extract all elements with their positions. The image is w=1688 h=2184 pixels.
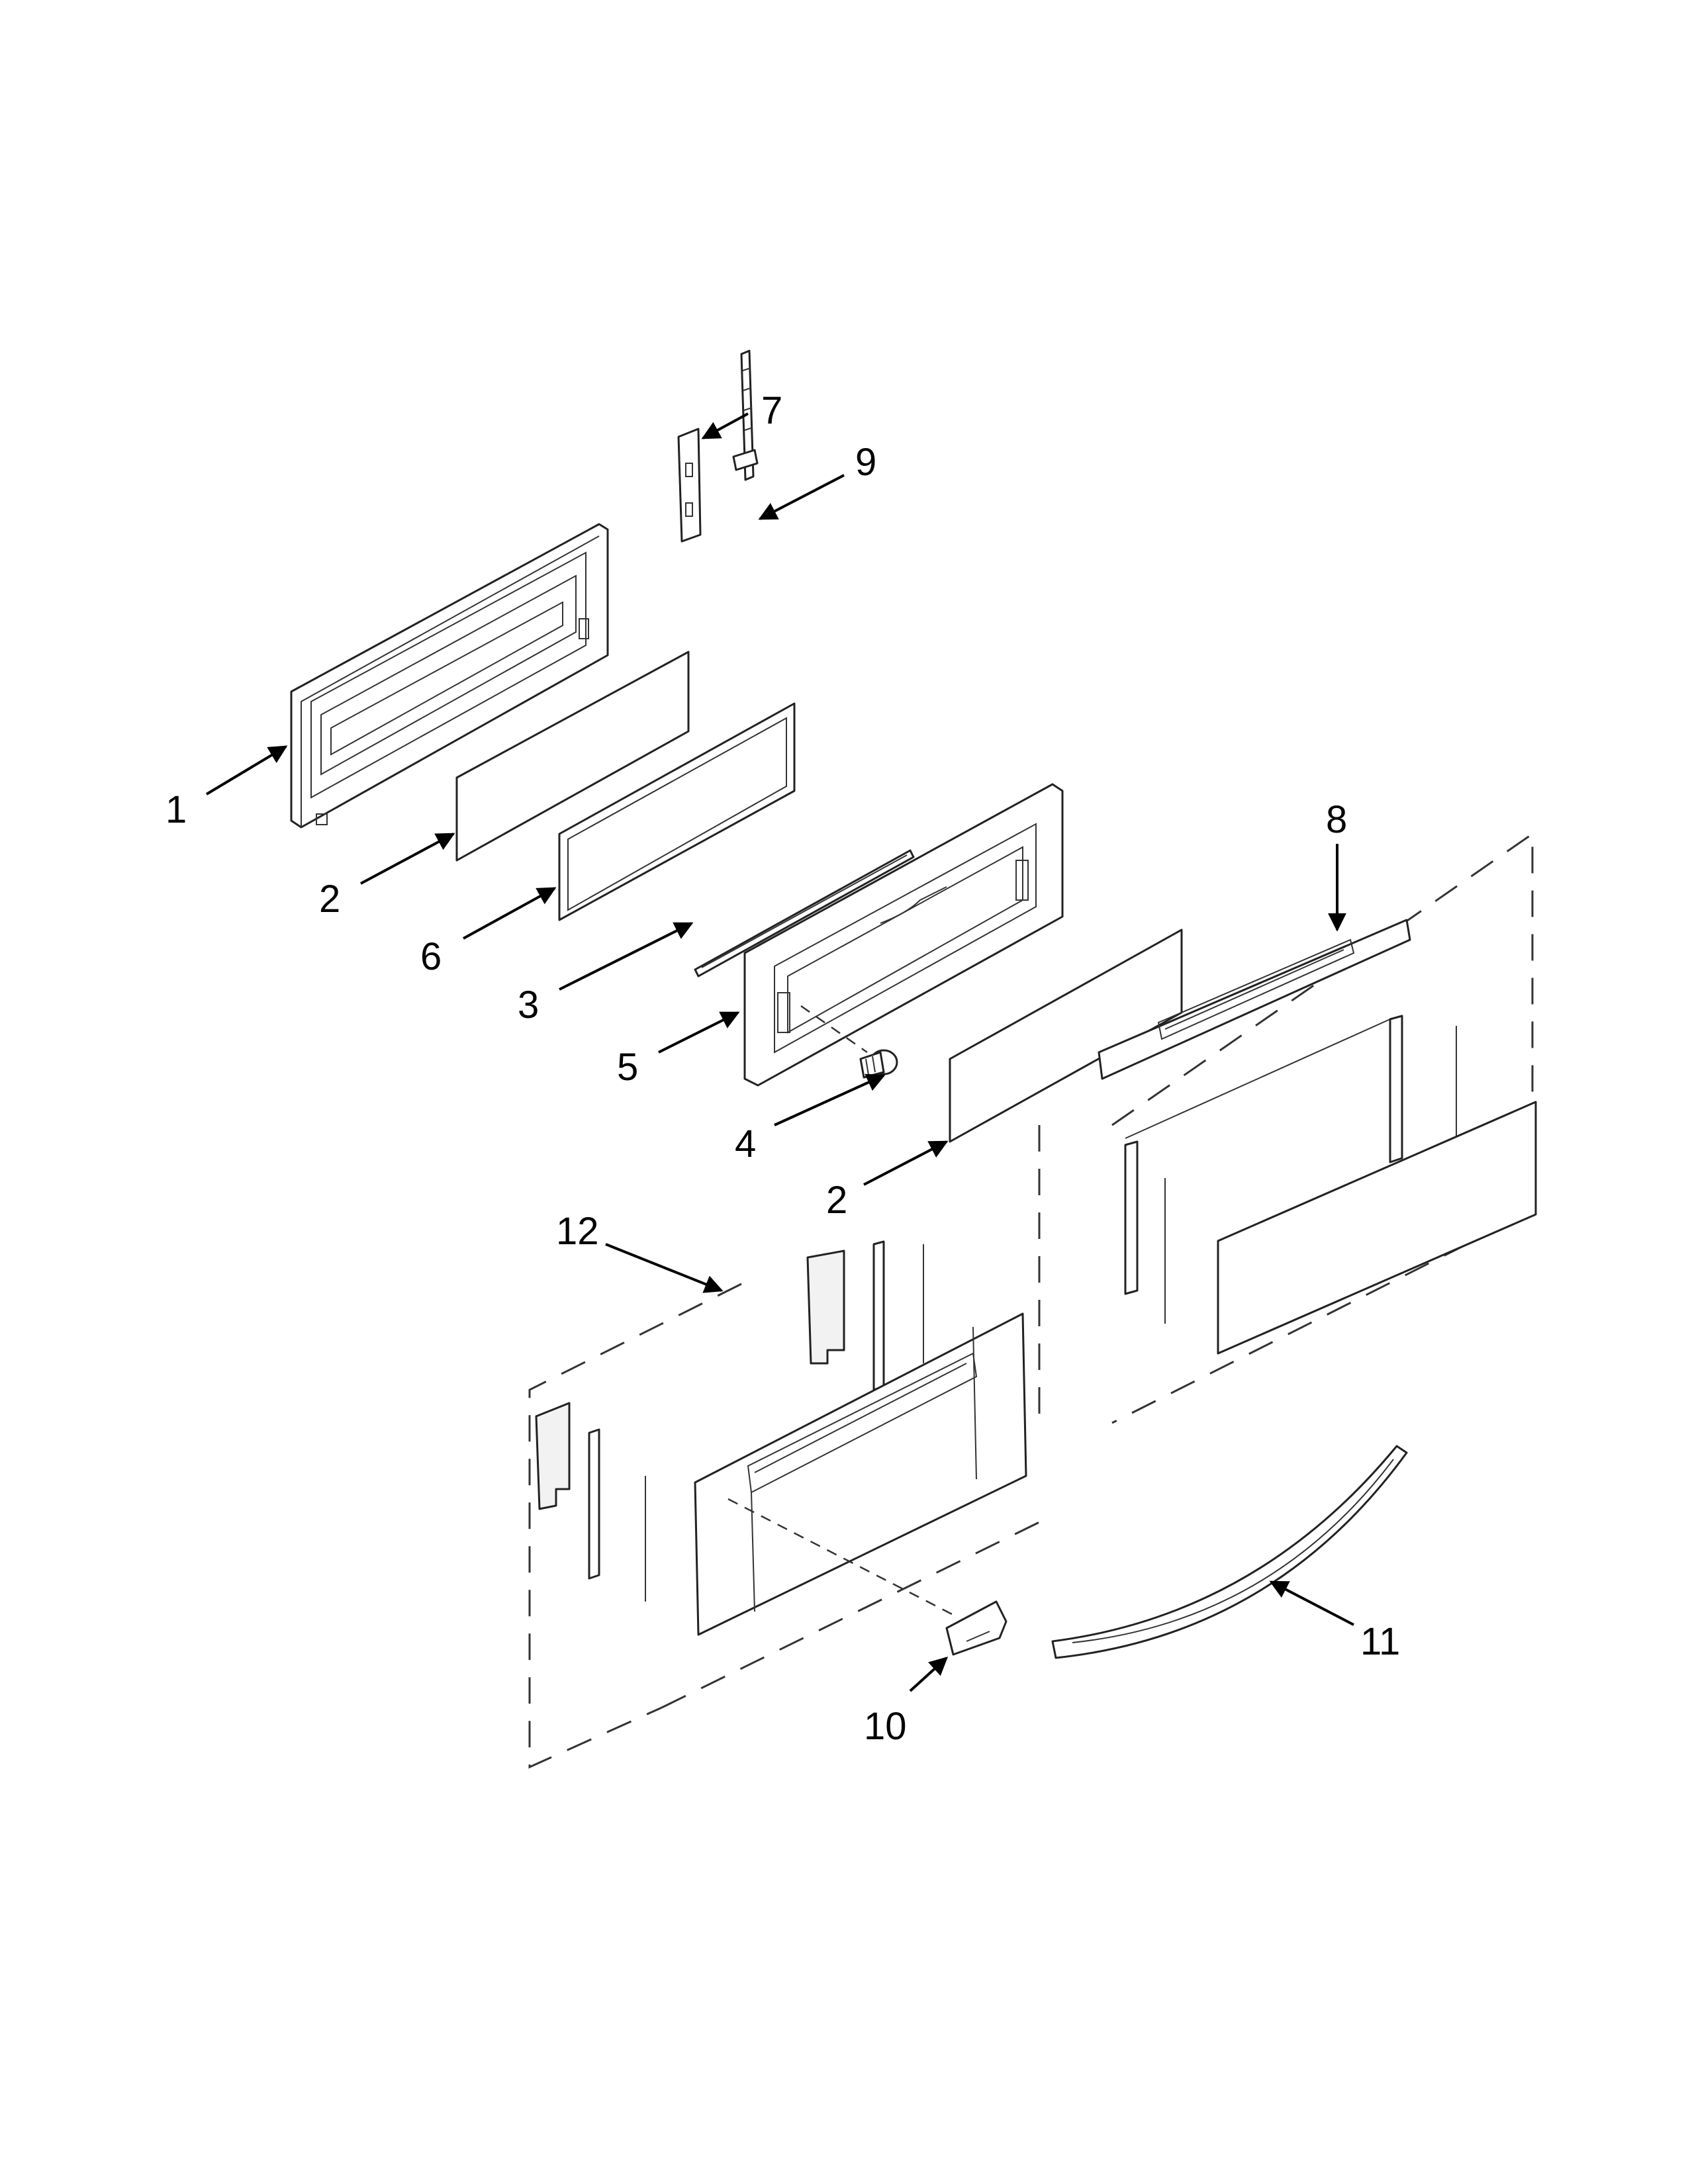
glass-panel-upper: [455, 651, 690, 862]
callout-2-lower: 2: [826, 1179, 847, 1222]
callout-1: 1: [165, 788, 187, 831]
outer-door-kit: [1098, 832, 1537, 1424]
door-gasket: [558, 702, 796, 921]
leader-lines: [205, 412, 1354, 1692]
hinge-bracket: [677, 428, 702, 543]
callout-6: 6: [420, 935, 442, 978]
door-handle: [1051, 1445, 1408, 1659]
callout-11: 11: [1360, 1620, 1400, 1663]
callout-5: 5: [617, 1046, 638, 1089]
callout-2-upper: 2: [319, 878, 340, 921]
callout-3: 3: [518, 983, 539, 1026]
callout-7: 7: [761, 389, 782, 432]
handle-end-cap: [945, 1600, 1008, 1656]
callout-4: 4: [735, 1122, 756, 1165]
control-panel-assembly: [528, 1125, 1041, 1769]
door-trim-strip: [694, 849, 915, 978]
callout-10: 10: [864, 1705, 907, 1748]
inner-door-frame: [290, 523, 609, 829]
callout-8: 8: [1326, 798, 1347, 841]
callout-12: 12: [556, 1210, 599, 1253]
door-screw: [859, 1049, 898, 1079]
callout-9: 9: [855, 441, 876, 484]
door-liner: [743, 783, 1064, 1087]
